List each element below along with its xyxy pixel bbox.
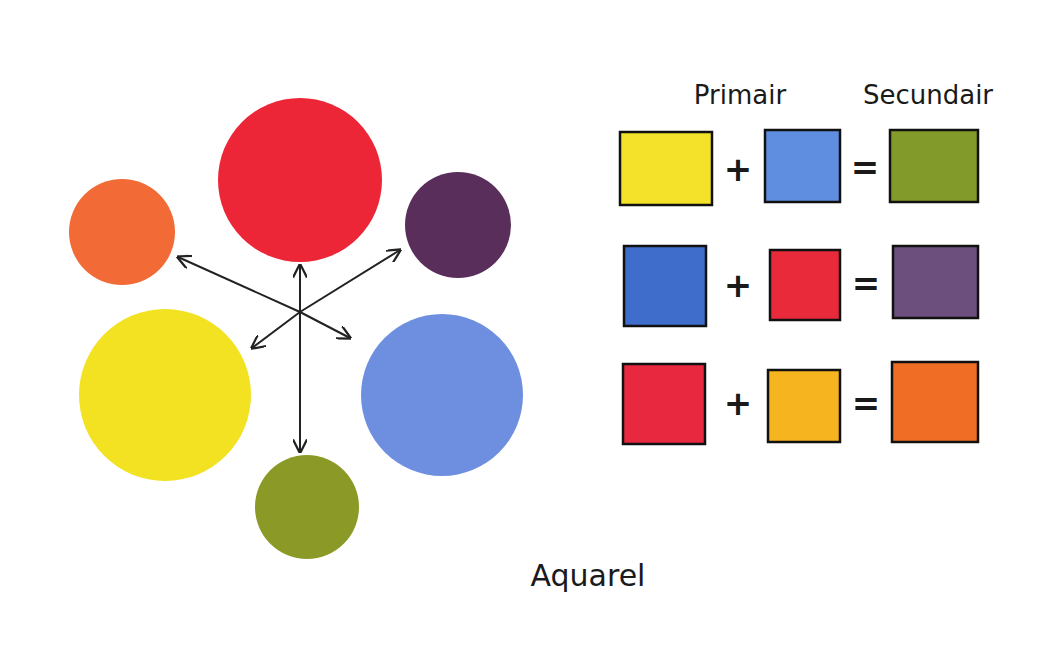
plus-sign: + xyxy=(724,151,753,188)
column-heading: Secundair xyxy=(863,81,993,110)
plus-sign: + xyxy=(724,267,753,304)
equals-sign: = xyxy=(852,385,881,422)
equals-sign: = xyxy=(851,149,880,186)
column-heading: Primair xyxy=(694,81,786,110)
caption-label: Aquarel xyxy=(531,559,646,592)
equals-sign: = xyxy=(852,265,881,302)
plus-sign: + xyxy=(724,385,753,422)
